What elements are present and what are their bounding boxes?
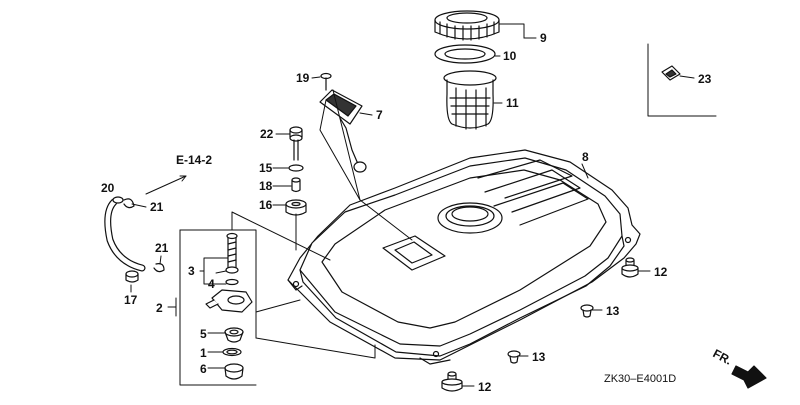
callout-9: 9 (540, 31, 547, 45)
callout-12-bottom: 12 (478, 380, 492, 394)
callout-2: 2 (156, 301, 163, 315)
flange-bolt[interactable] (289, 126, 303, 161)
fuel-tube[interactable] (104, 196, 146, 272)
lever-washer[interactable] (225, 278, 239, 286)
callout-16: 16 (259, 198, 273, 212)
gauge-screw[interactable] (320, 72, 332, 91)
callout-11: 11 (506, 96, 519, 110)
front-direction-arrow-icon (731, 365, 767, 389)
grommet-right[interactable] (580, 304, 594, 318)
diagram-code: ZK30–E4001D (604, 373, 676, 385)
callout-4: 4 (208, 277, 215, 291)
fuel-cock-body[interactable] (205, 289, 253, 313)
callout-17: 17 (124, 293, 138, 307)
callout-15: 15 (259, 161, 273, 175)
fuel-cup[interactable] (224, 363, 244, 380)
callout-7: 7 (376, 108, 383, 122)
callout-6: 6 (200, 362, 207, 376)
inset-frame (647, 43, 717, 117)
callout-1: 1 (200, 346, 207, 360)
fuel-cock-lever-screw[interactable] (225, 232, 239, 274)
section-reference: E-14-2 (176, 153, 212, 167)
fuel-strainer[interactable] (443, 70, 497, 130)
callouts: 9 10 11 19 7 22 15 18 16 8 20 21 21 17 3… (101, 31, 734, 394)
grommet-bottom[interactable] (507, 350, 521, 364)
collar[interactable] (291, 177, 301, 193)
reference-arrow (145, 175, 187, 195)
washer[interactable] (288, 164, 304, 172)
callout-12-right: 12 (654, 265, 668, 279)
callout-10: 10 (503, 49, 517, 63)
tube-clip-upper[interactable] (123, 198, 135, 209)
fuel-cock-cup[interactable] (224, 327, 244, 343)
fuel-cap[interactable] (434, 10, 500, 41)
tube-joint[interactable] (125, 270, 139, 283)
fuel-cock-bracket (179, 211, 376, 386)
callout-13-right: 13 (606, 304, 620, 318)
cap-gasket[interactable] (434, 44, 496, 64)
o-ring[interactable] (222, 347, 242, 357)
front-direction-label: FR. (711, 346, 735, 367)
tube-clip-lower[interactable] (153, 263, 165, 273)
callout-22: 22 (260, 127, 274, 141)
callout-21-lower: 21 (155, 241, 169, 255)
callout-3: 3 (188, 264, 195, 278)
tank-mount-rubber-bottom[interactable] (441, 371, 463, 392)
callout-21-upper: 21 (150, 200, 164, 214)
callout-13-bottom: 13 (532, 350, 546, 364)
fuel-gauge[interactable] (319, 89, 367, 173)
tank-mount-rubber-right[interactable] (621, 257, 639, 278)
callout-18: 18 (259, 179, 273, 193)
callout-20: 20 (101, 181, 115, 195)
callout-5: 5 (200, 327, 207, 341)
clip-nut[interactable] (661, 65, 681, 81)
callout-19: 19 (296, 71, 310, 85)
callout-23: 23 (698, 72, 712, 86)
fuel-tank[interactable] (287, 149, 641, 365)
tank-cushion[interactable] (285, 199, 307, 216)
leader-lines (130, 23, 695, 387)
callout-8: 8 (582, 150, 589, 164)
